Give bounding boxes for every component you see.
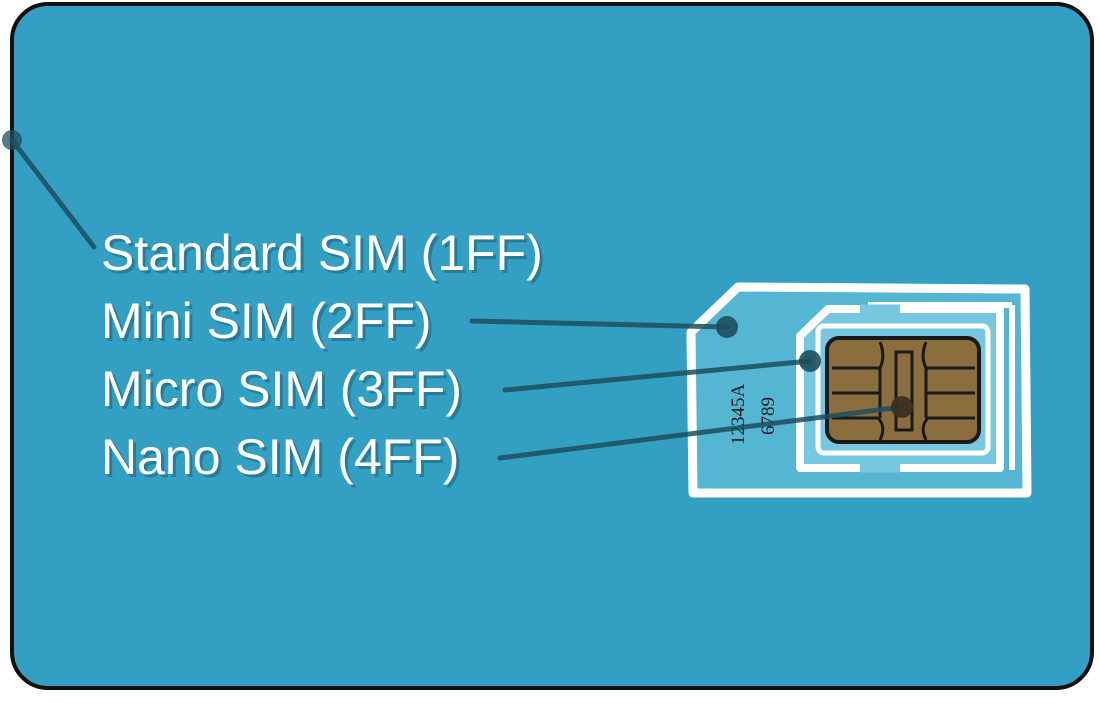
leader-dot-nano — [891, 396, 913, 418]
leader-dots — [2, 130, 913, 418]
label-shadow-nano: Nano SIM (4FF) — [104, 432, 462, 488]
label-standard-sim: Standard SIM (1FF) — [101, 225, 543, 281]
leader-line-micro — [502, 358, 813, 393]
leader-dot-mini — [716, 316, 738, 338]
label-shadow-mini: Mini SIM (2FF) — [104, 296, 435, 352]
leader-dot-standard — [2, 130, 22, 150]
leader-lines — [9, 137, 905, 461]
label-shadow-micro: Micro SIM (3FF) — [104, 364, 465, 420]
nano-sim-chip — [825, 336, 981, 444]
label-shadows: Standard SIM (1FF) Mini SIM (2FF) Micro … — [104, 228, 546, 488]
label-shadow-standard: Standard SIM (1FF) — [104, 228, 546, 284]
standard-sim-card — [10, 2, 1094, 690]
card-number-line1: 12345A — [728, 384, 749, 446]
card-number-line2: 6789 — [758, 397, 779, 435]
label-micro-sim: Micro SIM (3FF) — [101, 361, 462, 417]
leader-line-mini — [469, 318, 730, 330]
leader-dot-micro — [799, 350, 821, 372]
labels: Standard SIM (1FF) Mini SIM (2FF) Micro … — [101, 225, 543, 485]
leader-line-standard — [9, 137, 97, 250]
label-nano-sim: Nano SIM (4FF) — [101, 429, 459, 485]
leader-line-nano — [497, 404, 905, 461]
label-mini-sim: Mini SIM (2FF) — [101, 293, 432, 349]
